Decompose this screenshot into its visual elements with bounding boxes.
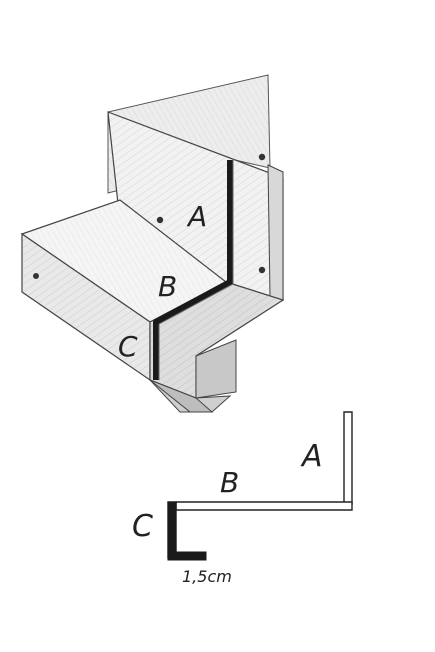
perspective-sketch: A B C <box>20 74 285 413</box>
profile-leg-a <box>343 411 353 505</box>
profile-hem <box>167 551 207 561</box>
profile-diagram: A B C 1,5cm <box>132 411 353 586</box>
label-b-profile: B <box>220 466 239 499</box>
label-c-sketch: C <box>118 330 138 363</box>
wall-a-edge <box>267 164 284 301</box>
screw-hole <box>33 273 39 279</box>
dimension-label: 1,5cm <box>182 567 232 586</box>
label-c-profile: C <box>132 509 153 544</box>
profile-leg-c <box>167 501 177 559</box>
label-a-sketch: A <box>186 200 207 233</box>
profile-leg-b <box>175 501 353 511</box>
label-a-profile: A <box>300 439 323 474</box>
seam-line <box>153 160 233 380</box>
screw-hole <box>258 153 266 161</box>
label-b-sketch: B <box>158 270 177 303</box>
screw-hole <box>156 216 164 224</box>
screw-hole <box>258 266 266 274</box>
